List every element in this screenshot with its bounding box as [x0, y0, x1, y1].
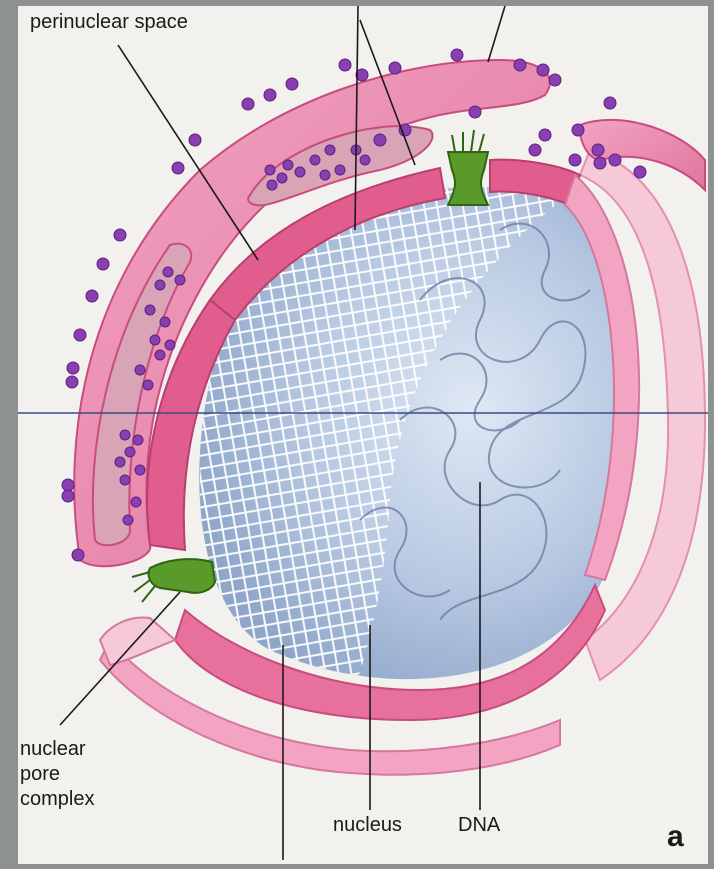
label-dna: DNA — [458, 813, 500, 837]
label-nuclear-line-3: complex — [20, 787, 94, 811]
panel-letter: a — [667, 820, 684, 854]
label-nuclear-line-2: pore — [20, 762, 60, 786]
label-nuclear-line-1: nuclear — [20, 737, 86, 761]
label-nucleus: nucleus — [333, 813, 402, 837]
label-perinuclear-space: perinuclear space — [30, 10, 188, 34]
